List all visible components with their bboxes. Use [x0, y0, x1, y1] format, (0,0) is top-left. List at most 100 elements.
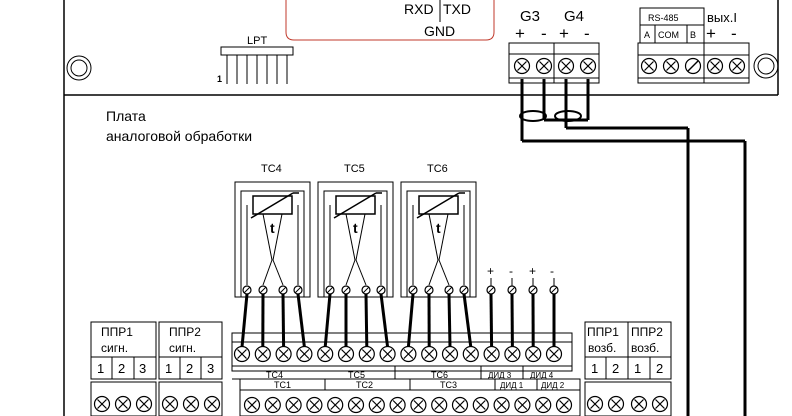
terminal-screw	[93, 395, 111, 413]
thermocouple-tc6: t	[400, 181, 477, 298]
cpu-txd-label: TXD	[443, 1, 471, 17]
terminal-screw	[513, 57, 531, 75]
terminal-screw	[630, 395, 648, 413]
lower-group-tc1: TC1	[274, 380, 291, 390]
upper-group-did3: ДИД 3	[488, 371, 512, 380]
terminal-screw	[203, 395, 221, 413]
ppr1-excitation-label: ППР1	[587, 325, 619, 339]
terminal-screw	[233, 345, 251, 363]
thermocouple-tc5: t	[317, 181, 394, 298]
g4-minus: -	[584, 24, 590, 43]
ppr1-signal-pin2: 2	[118, 361, 125, 376]
terminal-screw	[684, 57, 702, 75]
ppr2-signal-sub: сигн.	[169, 341, 196, 355]
ppr1-signal-pin3: 3	[139, 361, 146, 376]
terminal-screw	[579, 57, 597, 75]
ppr2-signal-pin3: 3	[207, 361, 214, 376]
terminal-screw	[493, 396, 510, 414]
tc6-label: TC6	[427, 163, 448, 175]
ferrite-rings	[519, 110, 582, 122]
lower-group-did1: ДИД 1	[500, 381, 524, 390]
diff-polarity-2: -	[509, 264, 513, 278]
ppr1-signal-pin1: 1	[97, 361, 104, 376]
upper-group-tc6: TC6	[431, 370, 448, 380]
wire-hook	[258, 285, 268, 295]
terminal-screw	[296, 345, 313, 363]
terminal-screw	[504, 345, 521, 363]
terminal-screw	[472, 396, 489, 414]
g3-label: G3	[520, 8, 540, 25]
diff-polarity-3: +	[529, 264, 536, 278]
cpu-gnd-label: GND	[424, 23, 455, 39]
terminal-screw	[358, 345, 375, 363]
analog-board-title-line2: аналоговой обработки	[106, 128, 252, 144]
terminal-screw	[389, 396, 406, 414]
thermo-symbol: t	[436, 220, 441, 236]
rs485-block	[637, 7, 750, 84]
tc4-label: TC4	[261, 163, 282, 175]
cpu-board-outline	[285, 0, 495, 41]
wire-hook	[424, 285, 434, 295]
lpt-pin1-label: 1	[217, 74, 222, 84]
terminal-screw	[706, 57, 724, 75]
terminal-screw	[243, 396, 261, 414]
lpt-label: LPT	[247, 35, 267, 47]
wire-hook	[242, 285, 252, 295]
wire-hook	[325, 285, 335, 295]
ppr2-signal-block	[158, 321, 223, 416]
terminal-screw	[525, 345, 542, 363]
terminal-screw	[535, 57, 553, 75]
wire-hook	[459, 285, 469, 295]
terminal-screw	[557, 57, 575, 75]
g3-plus: +	[515, 24, 525, 43]
diff-polarity-4: -	[550, 264, 554, 278]
wire-hook	[278, 285, 288, 295]
ppr1-signal-label: ППР1	[101, 325, 133, 339]
lower-group-tc2: TC2	[356, 380, 373, 390]
sensor-wires	[240, 293, 556, 348]
wire-hook	[361, 285, 371, 295]
terminal-screw	[728, 57, 746, 75]
upper-group-did4: ДИД 4	[530, 371, 554, 380]
ppr1-excitation-pin2: 2	[612, 361, 619, 376]
terminal-screw	[264, 396, 281, 414]
terminal-screw	[275, 345, 292, 363]
analog-board-title-line1: Плата	[106, 108, 146, 124]
ppr-excitation-blocks	[584, 321, 672, 416]
enclosure	[63, 0, 779, 416]
terminal-screw	[410, 396, 427, 414]
wire-hook	[293, 285, 303, 295]
g4-plus: +	[559, 24, 569, 43]
mounting-screw-right	[753, 53, 779, 79]
terminal-screw	[662, 57, 680, 75]
g3-minus: -	[541, 24, 547, 43]
upper-group-tc4: TC4	[266, 370, 283, 380]
lower-group-did2: ДИД 2	[541, 381, 565, 390]
g3-g4-cables	[520, 79, 747, 416]
thermocouple-tc4: t	[234, 181, 311, 298]
ppr2-signal-label: ППР2	[169, 325, 201, 339]
terminal-screw	[135, 395, 153, 413]
terminal-screw	[254, 345, 271, 363]
terminal-screw	[421, 345, 438, 363]
terminal-screw	[347, 396, 365, 414]
wire-hooks	[242, 278, 559, 295]
terminal-screw	[368, 396, 385, 414]
terminal-screw	[607, 395, 625, 413]
terminal-screw	[161, 395, 179, 413]
ppr-signal-screws	[93, 395, 221, 413]
tc5-label: TC5	[344, 163, 365, 175]
terminal-screw	[379, 345, 396, 363]
ppr1-excitation-sub: возб.	[588, 341, 616, 355]
g3-g4-terminal-block	[508, 42, 600, 84]
wire-hook	[376, 285, 386, 295]
terminal-screw	[306, 396, 323, 414]
rs485-com-label: COM	[658, 30, 679, 40]
g3-g4-terminal-screws	[513, 57, 597, 75]
terminal-screw	[586, 395, 604, 413]
rs485-label: RS-485	[648, 13, 679, 23]
terminal-screw	[400, 345, 417, 363]
ppr1-signal-sub: сигн.	[101, 341, 128, 355]
wire-hook	[486, 278, 496, 295]
